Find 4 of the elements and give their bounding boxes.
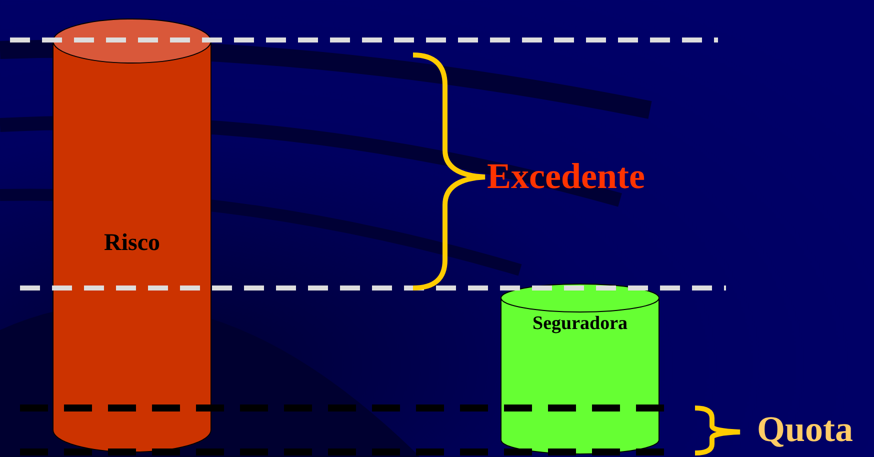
bracket-label: Excedente [487, 155, 645, 197]
cylinder-label: Risco [103, 230, 161, 257]
cylinder-label: Seguradora [532, 313, 628, 335]
bracket-label: Quota [757, 408, 854, 450]
